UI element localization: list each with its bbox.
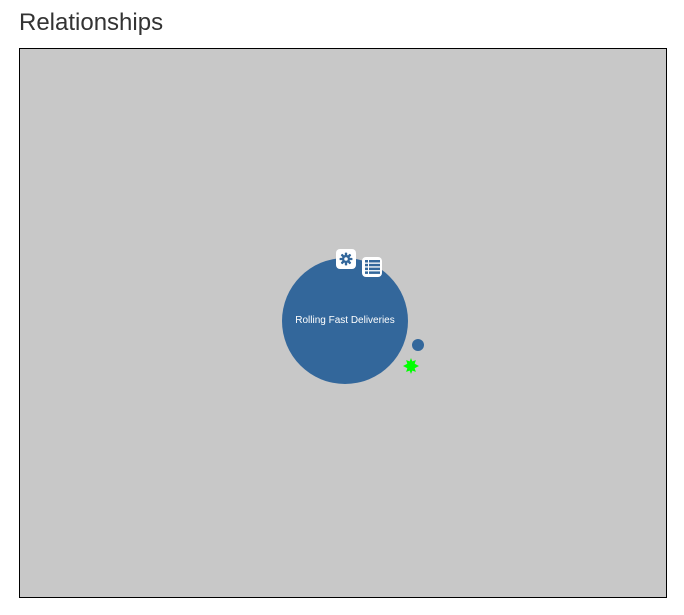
gear-icon bbox=[339, 252, 353, 266]
settings-button[interactable] bbox=[336, 249, 356, 269]
link-handle[interactable] bbox=[412, 339, 424, 351]
entity-node-label: Rolling Fast Deliveries bbox=[295, 315, 395, 326]
entity-node[interactable]: Rolling Fast Deliveries bbox=[282, 258, 408, 384]
list-icon bbox=[364, 260, 380, 274]
list-button[interactable] bbox=[362, 257, 382, 277]
relationship-canvas[interactable]: Rolling Fast Deliveries bbox=[19, 48, 667, 598]
page-title: Relationships bbox=[19, 9, 164, 36]
starburst-icon bbox=[403, 358, 419, 374]
add-relationship-handle[interactable] bbox=[403, 358, 419, 374]
